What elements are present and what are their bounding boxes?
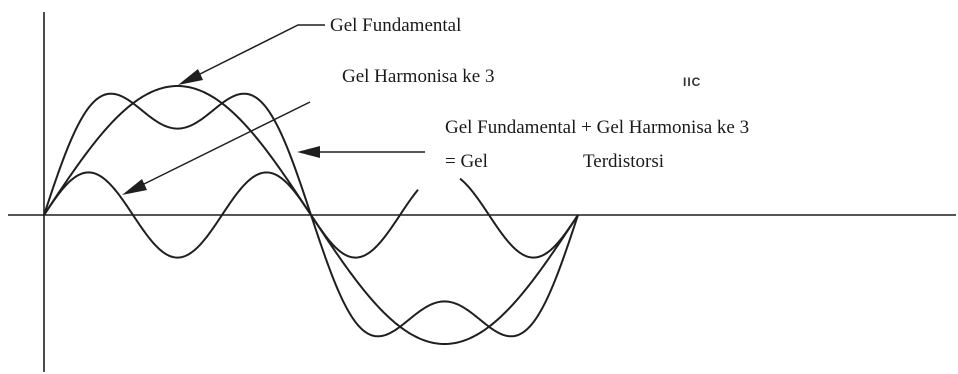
label-third-harmonic: Gel Harmonisa ke 3: [342, 66, 495, 87]
label-sum-line2a: = Gel: [445, 151, 488, 172]
waves-layer: [43, 85, 579, 345]
label-mark: IIC: [683, 75, 702, 89]
arrow-harmonic-head: [122, 179, 147, 195]
label-sum-line2b: Terdistorsi: [583, 151, 664, 172]
arrow-harmonic-line: [139, 101, 311, 187]
arrow-fundamental-line: [195, 24, 325, 77]
arrow-distorted-head: [297, 146, 320, 158]
label-fundamental: Gel Fundamental: [330, 15, 462, 36]
third-harmonic-wave: [43, 171, 419, 259]
third-harmonic-wave-end: [459, 177, 579, 259]
label-sum-line1: Gel Fundamental + Gel Harmonisa ke 3: [445, 117, 750, 138]
arrow-fundamental-head: [178, 69, 203, 85]
